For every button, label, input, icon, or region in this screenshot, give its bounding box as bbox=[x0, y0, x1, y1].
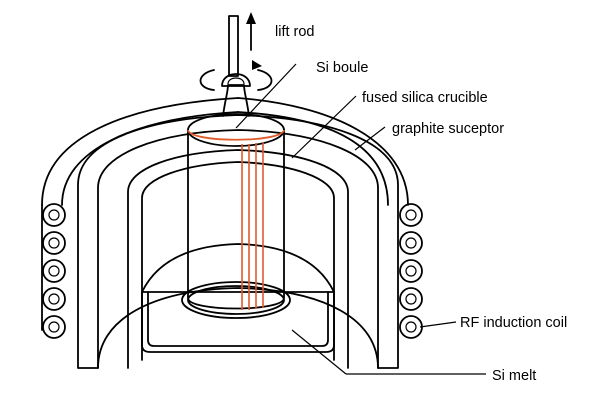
label-si-boule: Si boule bbox=[316, 60, 368, 76]
label-rf-coil: RF induction coil bbox=[460, 315, 567, 331]
si-melt bbox=[141, 243, 335, 353]
label-susceptor: graphite suceptor bbox=[392, 121, 504, 137]
leader-lines bbox=[235, 63, 457, 375]
label-si-melt: Si melt bbox=[492, 368, 536, 384]
coil-loops-left bbox=[41, 203, 66, 339]
graphite-susceptor bbox=[77, 114, 399, 369]
lift-arrow-icon bbox=[246, 12, 256, 24]
si-boule bbox=[187, 84, 285, 310]
susceptor-base bbox=[97, 287, 379, 369]
seed-chuck bbox=[199, 60, 273, 91]
rotation-arrow-icon bbox=[252, 60, 262, 70]
lift-rod bbox=[228, 12, 256, 77]
silica-crucible bbox=[127, 149, 349, 369]
label-crucible: fused silica crucible bbox=[362, 90, 488, 106]
label-lift-rod: lift rod bbox=[275, 24, 315, 40]
rf-coil-arcs bbox=[41, 97, 409, 206]
coil-loops-right bbox=[399, 203, 423, 339]
